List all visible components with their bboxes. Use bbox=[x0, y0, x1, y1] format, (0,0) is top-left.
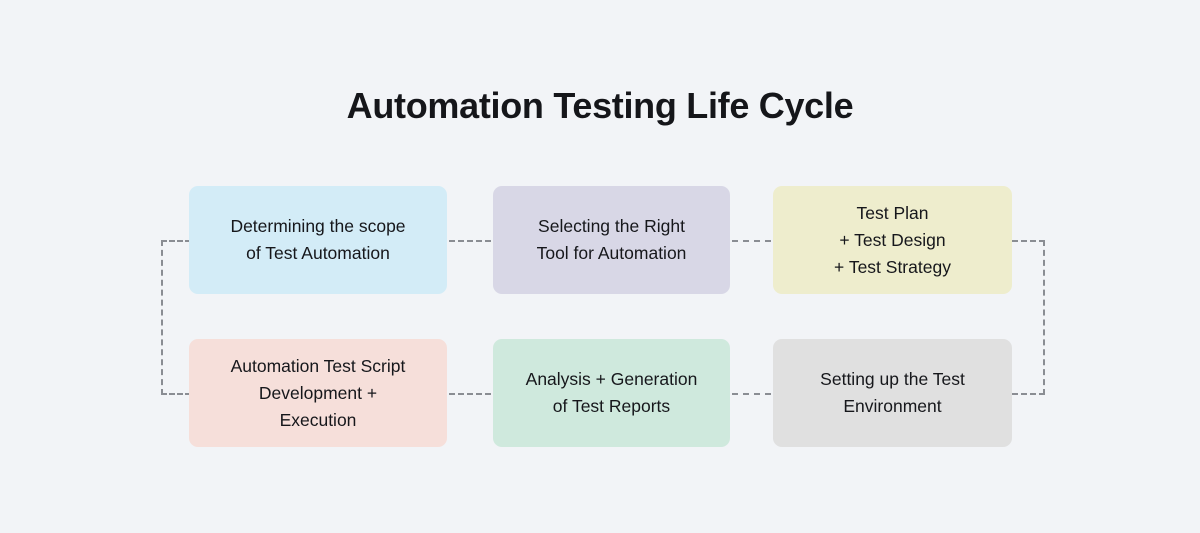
node-automation-test-script[interactable]: Automation Test Script Development + Exe… bbox=[189, 339, 447, 447]
connector-right-bracket-vertical bbox=[1043, 240, 1045, 395]
node-label: Determining the scope of Test Automation bbox=[230, 216, 406, 263]
connector-left-bracket-top bbox=[161, 240, 191, 242]
connector-left-bracket-vertical bbox=[161, 240, 163, 395]
node-label: Automation Test Script Development + Exe… bbox=[230, 355, 406, 430]
node-selecting-tool[interactable]: Selecting the Right Tool for Automation bbox=[493, 186, 730, 294]
node-test-environment[interactable]: Setting up the Test Environment bbox=[773, 339, 1012, 447]
connector-right-bracket-bottom bbox=[1012, 393, 1045, 395]
node-determining-scope[interactable]: Determining the scope of Test Automation bbox=[189, 186, 447, 294]
connector-scope-to-tool bbox=[449, 240, 491, 242]
node-label: Setting up the Test Environment bbox=[820, 369, 965, 416]
node-test-plan[interactable]: Test Plan + Test Design + Test Strategy bbox=[773, 186, 1012, 294]
page-title: Automation Testing Life Cycle bbox=[346, 85, 854, 126]
connector-right-bracket-top bbox=[1012, 240, 1045, 242]
connector-tool-to-plan bbox=[732, 240, 771, 242]
node-label: Analysis + Generation of Test Reports bbox=[525, 369, 698, 416]
node-label: Selecting the Right Tool for Automation bbox=[536, 216, 687, 263]
node-analysis-generation[interactable]: Analysis + Generation of Test Reports bbox=[493, 339, 730, 447]
connector-analysis-to-environment bbox=[732, 393, 771, 395]
connector-script-to-analysis bbox=[449, 393, 491, 395]
node-label: Test Plan + Test Design + Test Strategy bbox=[834, 202, 951, 277]
connector-left-bracket-bottom bbox=[161, 393, 191, 395]
